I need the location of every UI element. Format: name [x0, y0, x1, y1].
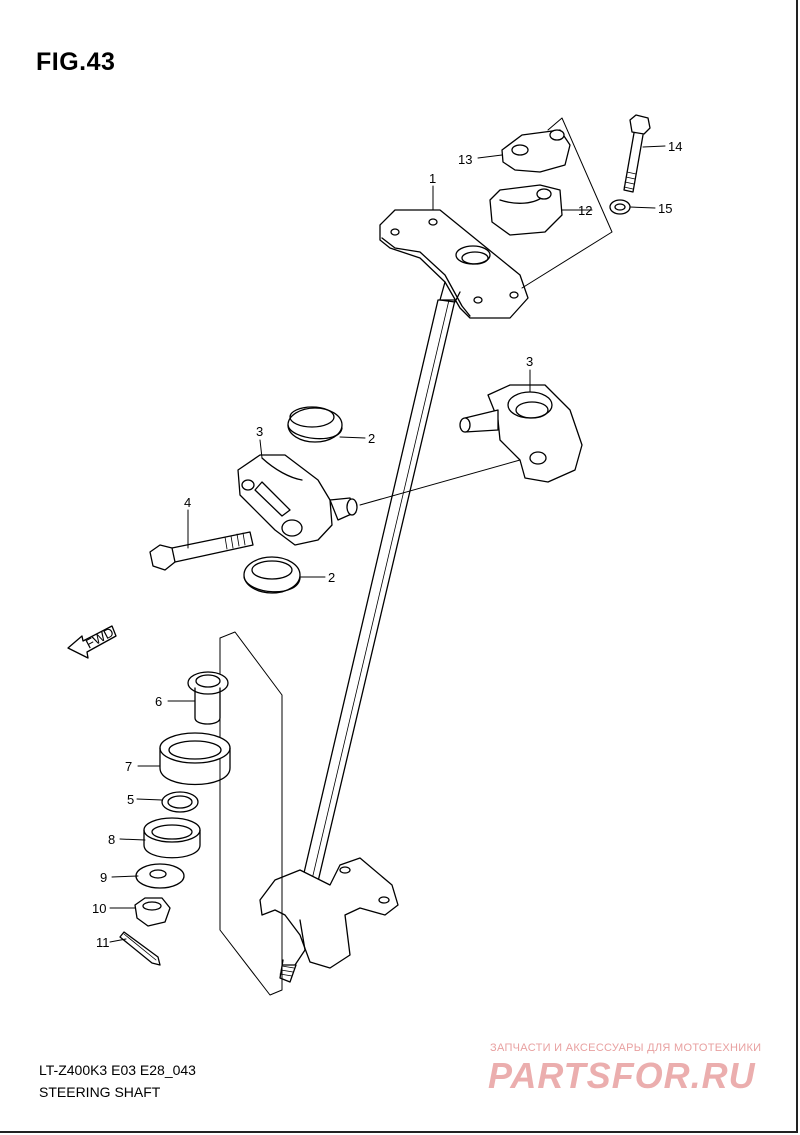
callout-3-right: 3	[526, 354, 533, 369]
watermark-logo: PARTSFOR.RU	[488, 1055, 756, 1096]
cotter-pin-11	[119, 931, 161, 966]
steering-shaft	[259, 209, 529, 983]
collar-6	[187, 671, 229, 725]
washer-9	[135, 863, 185, 889]
bush-upper	[287, 406, 343, 443]
o-ring-5	[161, 791, 199, 813]
callout-12: 12	[578, 203, 592, 218]
shaft-holder-left	[237, 454, 358, 546]
callout-9: 9	[100, 870, 107, 885]
callout-14: 14	[668, 139, 682, 154]
callout-5: 5	[127, 792, 134, 807]
watermark-caption: ЗАПЧАСТИ И АКСЕССУАРЫ ДЛЯ МОТОТЕХНИКИ	[490, 1042, 762, 1054]
leader-lines	[109, 145, 666, 943]
figure-title: FIG.43	[36, 48, 116, 76]
handlebar-holder-upper	[501, 129, 571, 173]
callout-4: 4	[184, 495, 191, 510]
bush-lower	[243, 556, 301, 594]
assembly-line-holders	[359, 459, 521, 506]
bolt-4	[149, 531, 254, 571]
callout-2-upper: 2	[368, 431, 375, 446]
shaft-holder-right	[459, 384, 583, 483]
callout-6: 6	[155, 694, 162, 709]
model-code: LT-Z400K3 E03 E28_043	[39, 1062, 196, 1078]
handlebar-holder-lower	[489, 184, 563, 236]
callout-1: 1	[429, 171, 436, 186]
callout-10: 10	[92, 901, 106, 916]
nut-10	[134, 897, 171, 927]
callout-2-lower: 2	[328, 570, 335, 585]
bracket-line-upper	[521, 117, 613, 289]
washer-15	[609, 199, 631, 215]
callout-15: 15	[658, 201, 672, 216]
callout-labels: 1 2 2 3 3 4 5 6 7 8 9 10 11 12 13 14 15	[92, 139, 682, 950]
callout-13: 13	[458, 152, 472, 167]
callout-3-left: 3	[256, 424, 263, 439]
callout-8: 8	[108, 832, 115, 847]
callout-11: 11	[96, 935, 110, 950]
bearing-8	[143, 817, 201, 859]
bolt-14	[623, 114, 651, 193]
callout-7: 7	[125, 759, 132, 774]
bracket-line-lower	[219, 631, 283, 996]
fwd-arrow-icon: FWD	[67, 624, 117, 659]
fwd-arrow-label: FWD	[83, 624, 116, 651]
oil-seal-7	[159, 732, 231, 786]
section-name: STEERING SHAFT	[39, 1084, 161, 1100]
svg-text:PARTSFOR.RU: PARTSFOR.RU	[488, 1055, 756, 1096]
